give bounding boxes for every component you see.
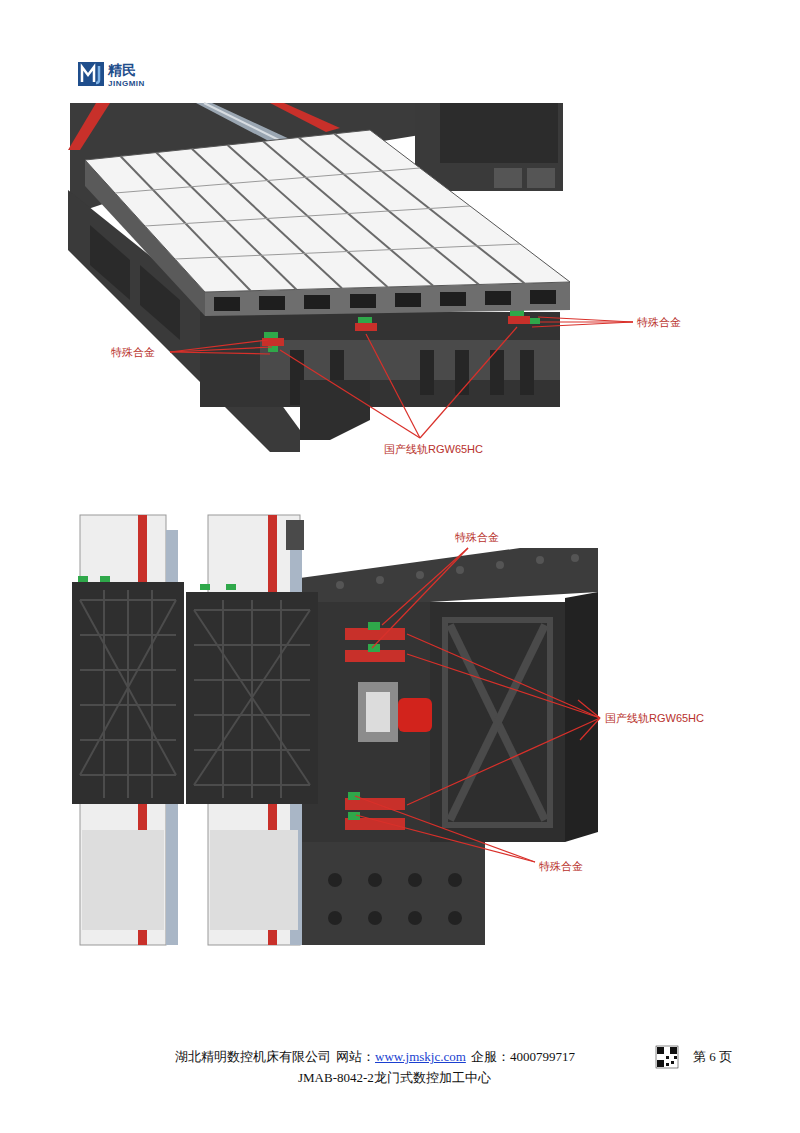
logo-name: JINGMIN — [108, 79, 145, 88]
crossbeam-render — [72, 515, 600, 945]
callout-label: 特殊合金 — [637, 315, 681, 329]
footer-text: 网站： — [336, 1049, 375, 1065]
company-name: 湖北精明数控机床有限公司 — [175, 1049, 331, 1065]
callout-label: 国产线轨RGW65HC — [384, 442, 483, 456]
logo-icon — [78, 62, 104, 86]
callout-label: 特殊合金 — [539, 859, 583, 873]
worktable-render — [68, 103, 633, 452]
website-link: www.jmskjc.com — [375, 1049, 466, 1065]
footer-line: 湖北精明数控机床有限公司网站：www.jmskjc.com 企服：40007997… — [175, 1049, 580, 1065]
document-title: JMAB-8042-2龙门式数控加工中心 — [298, 1070, 491, 1086]
callout-label: 特殊合金 — [455, 530, 499, 544]
callout-label: 特殊合金 — [111, 345, 155, 359]
callout-label: 国产线轨RGW65HC — [605, 711, 704, 725]
qr-code — [656, 1046, 678, 1068]
page-number: 第 6 页 — [693, 1049, 732, 1065]
footer-text: 企服：4000799717 — [471, 1049, 575, 1065]
logo-name: 精民 — [108, 62, 136, 78]
